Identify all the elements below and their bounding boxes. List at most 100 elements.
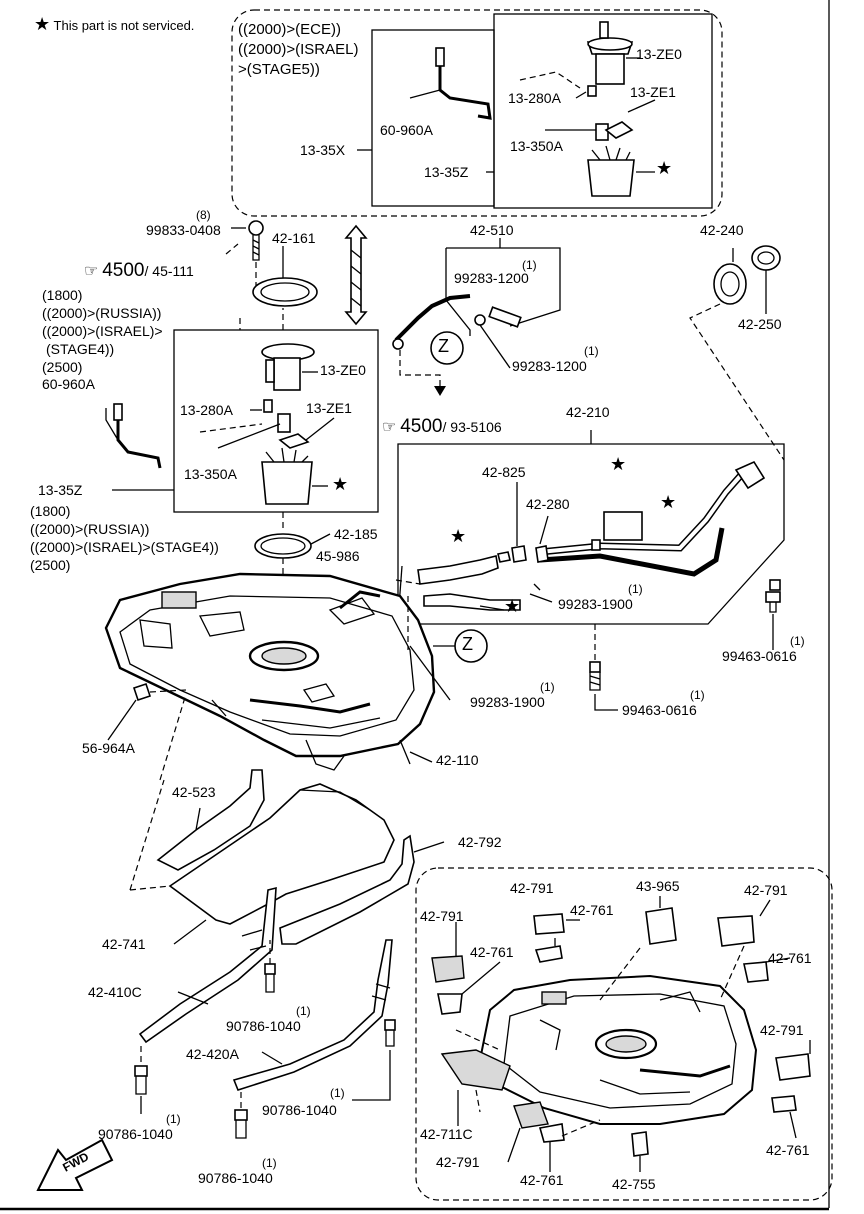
label-42-110: 42-110 (436, 752, 479, 768)
harness-60-960A-mid (105, 403, 162, 469)
callout-low-applicability: (1800) ((2000)>(RUSSIA)) ((2000)>(ISRAEL… (30, 502, 219, 574)
label-13-ZE0-top: 13-ZE0 (636, 46, 682, 62)
ref-4500-num: 4500 (102, 260, 145, 281)
not-serviced-star-1: ★ (656, 158, 673, 178)
star-icon: ★ (34, 14, 51, 34)
bolt-90786-1040-c (134, 1046, 148, 1114)
label-13-ZE1-top: 13-ZE1 (630, 84, 676, 100)
label-90786-1040-d: 90786-1040 (198, 1170, 273, 1186)
label-99463-0616-a: 99463-0616 (722, 648, 797, 664)
strap-42-410C (138, 886, 277, 1044)
not-serviced-star-4: ★ (660, 492, 677, 512)
label-13-280A-mid: 13-280A (180, 402, 233, 418)
bolt-99463-0616-right (765, 579, 781, 650)
fuel-tank-insulation-set (478, 974, 758, 1125)
label-13-350A-top: 13-350A (510, 138, 563, 154)
label-42-761-c: 42-761 (768, 950, 812, 966)
ref-4500-93-5106[interactable]: ☞ 4500/ 93-5106 (382, 416, 502, 438)
fuel-pump-module-top (586, 21, 640, 85)
zone-marker-upper (430, 331, 464, 365)
label-13-350A-mid: 13-350A (184, 466, 237, 482)
label-42-410C: 42-410C (88, 984, 142, 1000)
insulator-pads (431, 896, 811, 1172)
label-42-761-b: 42-761 (470, 944, 514, 960)
label-42-791-a: 42-791 (510, 880, 554, 896)
label-42-210: 42-210 (566, 404, 610, 420)
legend-not-serviced: ★ This part is not serviced. (34, 14, 194, 34)
label-42-161: 42-161 (272, 230, 316, 246)
qty-99283-1900-a: (1) (628, 582, 643, 596)
label-42-755: 42-755 (612, 1176, 656, 1192)
label-13-35Z-top: 13-35Z (424, 164, 469, 180)
callout-low-line3: ((2000)>(ISRAEL)>(STAGE4)) (30, 539, 219, 555)
label-90786-1040-a: 90786-1040 (226, 1018, 301, 1034)
label-42-761-d: 42-761 (520, 1172, 564, 1188)
qty-99283-1900-b: (1) (540, 680, 555, 694)
callout-mid-line1: (1800) (42, 287, 83, 303)
small-parts-mid (199, 399, 335, 449)
qty-90786-1040-a: (1) (296, 1004, 311, 1018)
label-42-711C: 42-711C (420, 1126, 473, 1142)
callout-top-line3: >(STAGE5)) (238, 61, 320, 78)
qty-99283-1200-b: (1) (584, 344, 599, 358)
fuel-pump-filter-mid (261, 447, 328, 505)
label-13-ZE0-mid: 13-ZE0 (320, 362, 366, 378)
label-42-523: 42-523 (172, 784, 216, 800)
label-13-ZE1-mid: 13-ZE1 (306, 400, 352, 416)
filler-hose-lower (417, 482, 553, 611)
label-42-791-c: 42-791 (420, 908, 464, 924)
label-43-965: 43-965 (636, 878, 680, 894)
label-42-280: 42-280 (526, 496, 570, 512)
fuel-tank-42-110 (104, 572, 436, 771)
label-42-791-e: 42-791 (436, 1154, 480, 1170)
label-42-510: 42-510 (470, 222, 514, 238)
fuel-pump-module-mid (261, 343, 318, 391)
small-parts-top (519, 71, 656, 141)
insulator-42-792 (279, 834, 445, 945)
label-13-35X: 13-35X (300, 142, 346, 158)
kit-13-35Z-top-box (493, 13, 713, 209)
locking-ring-42-161 (252, 246, 318, 307)
hose-42-510 (392, 238, 561, 369)
bolt-99833-0408 (231, 220, 264, 261)
label-99463-0616-b: 99463-0616 (622, 702, 697, 718)
forward-direction-arrow (36, 1138, 114, 1191)
callout-mid-line5: (2500) (42, 359, 83, 375)
ref-4500-num-2: 4500 (400, 416, 443, 437)
label-99283-1200-a: 99283-1200 (454, 270, 529, 286)
callout-mid-line2: ((2000)>(RUSSIA)) (42, 305, 162, 321)
label-60-960A-mid: 60-960A (42, 376, 95, 392)
ref-4500-45-111[interactable]: ☞ 4500/ 45-111 (84, 260, 194, 282)
label-90786-1040-b: 90786-1040 (262, 1102, 337, 1118)
cap-42-240 (713, 263, 747, 305)
zone-label-upper: Z (438, 336, 449, 356)
callout-low-line4: (2500) (30, 557, 71, 573)
label-42-240: 42-240 (700, 222, 744, 238)
label-42-825: 42-825 (482, 464, 526, 480)
label-56-964A: 56-964A (82, 740, 135, 756)
label-42-420A: 42-420A (186, 1046, 239, 1062)
bolt-90786-1040-d (234, 1092, 248, 1139)
not-serviced-star-2: ★ (332, 474, 349, 494)
ref-4500-suffix: / 45-111 (144, 263, 194, 279)
filler-pipe-box-42-210 (397, 443, 785, 625)
callout-top-applicability: ((2000)>(ECE)) ((2000)>(ISRAEL) >(STAGE5… (238, 20, 358, 80)
kit-13-35Z-mid-box (173, 329, 379, 513)
label-99283-1200-b: 99283-1200 (512, 358, 587, 374)
label-42-761-e: 42-761 (766, 1142, 810, 1158)
not-serviced-star-3: ★ (610, 454, 627, 474)
label-42-761-a: 42-761 (570, 902, 614, 918)
top-variant-dashed-box (231, 9, 723, 217)
qty-90786-1040-c: (1) (166, 1112, 181, 1126)
callout-top-line2: ((2000)>(ISRAEL) (238, 41, 359, 58)
qty-90786-1040-b: (1) (330, 1086, 345, 1100)
qty-90786-1040-d: (1) (262, 1156, 277, 1170)
label-42-792: 42-792 (458, 834, 502, 850)
callout-low-line1: (1800) (30, 503, 71, 519)
not-serviced-star-5: ★ (450, 526, 467, 546)
zone-label-lower: Z (462, 634, 473, 654)
label-42-791-b: 42-791 (744, 882, 788, 898)
callout-low-line2: ((2000)>(RUSSIA)) (30, 521, 150, 537)
